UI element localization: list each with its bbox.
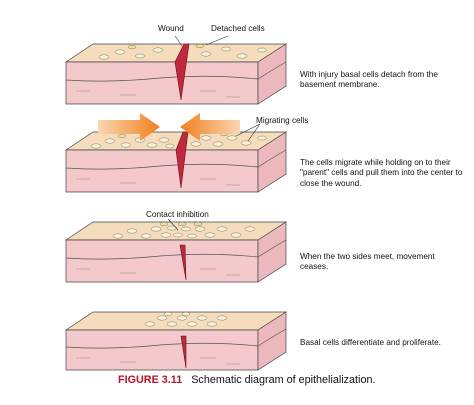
panel-2-caption: The cells migrate while holding on to th… (300, 158, 463, 188)
wound-leader-line (174, 35, 183, 47)
panel-1-caption: With injury basal cells detach from the … (300, 70, 438, 90)
panel-3-skin-block (64, 218, 288, 283)
migration-arrow-left (180, 113, 240, 141)
migration-arrow-right (98, 113, 160, 141)
panel-4-skin-block (64, 311, 288, 371)
migrating-cells-leader-line-1 (235, 123, 261, 137)
detached-cells-label: Detached cells (211, 24, 265, 33)
panel-1-skin-block (64, 43, 288, 105)
panel-2-skin-block (64, 131, 288, 193)
figure-number: FIGURE 3.11 (118, 374, 183, 386)
migrating-cells-leader-line-2 (247, 123, 261, 142)
figure-title: Schematic diagram of epithelialization. (191, 374, 376, 386)
contact-inhibition-label: Contact inhibition (146, 210, 209, 219)
panel-3-caption: When the two sides meet, movement ceases… (300, 252, 435, 272)
wound-label: Wound (158, 24, 184, 33)
panel-4-caption: Basal cells differentiate and proliferat… (300, 338, 441, 347)
detached-cells-leader-line (205, 35, 229, 46)
migrating-cells-label: Migrating cells (256, 116, 309, 125)
figure-caption: FIGURE 3.11 Schematic diagram of epitheli… (118, 374, 375, 386)
